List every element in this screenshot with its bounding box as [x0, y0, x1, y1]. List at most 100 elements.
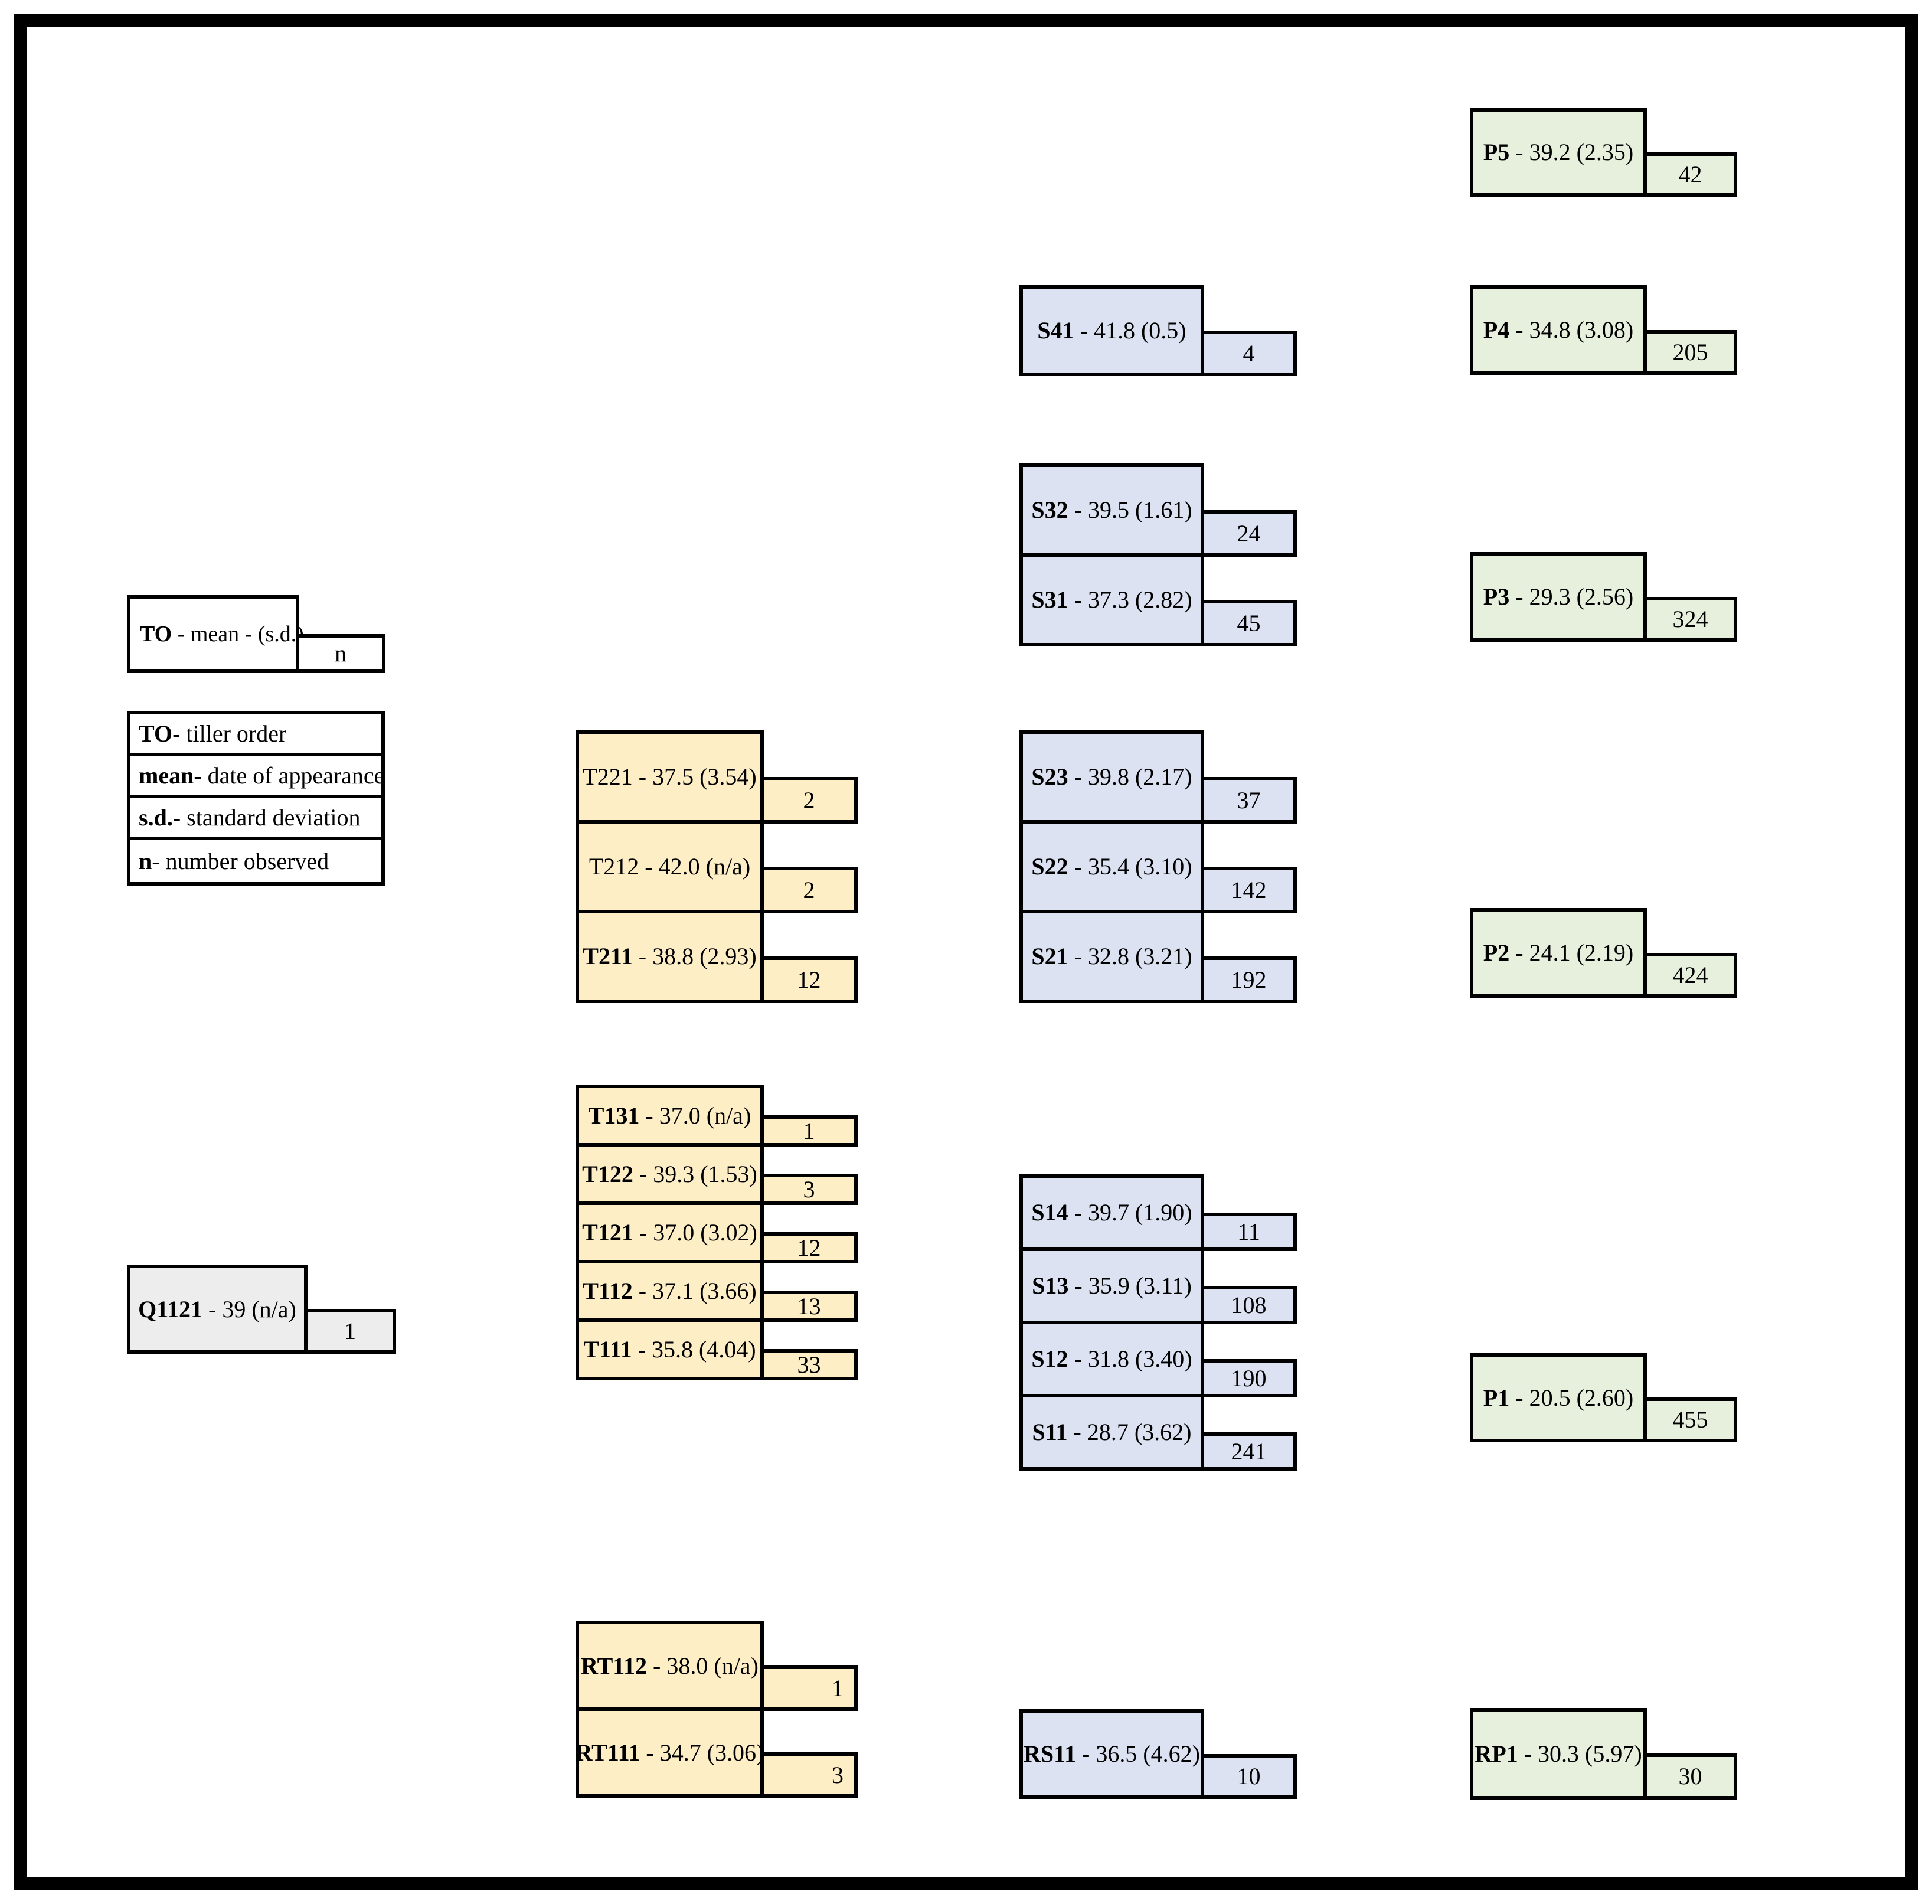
node-T221-n: 2 — [760, 777, 858, 824]
node-S22-n: 142 — [1201, 867, 1297, 913]
node-S14-n: 11 — [1201, 1213, 1297, 1251]
node-label-separator: - — [1068, 943, 1088, 969]
node-label-separator: - — [202, 1295, 223, 1322]
legend-term: n — [139, 848, 152, 874]
legend-row-to: TO - tiller order — [130, 714, 381, 756]
node-label: P4 - 34.8 (3.08) — [1483, 318, 1633, 342]
node-stat: 39.5 (1.61) — [1087, 497, 1192, 523]
node-RT111: RT111 - 34.7 (3.06) — [576, 1707, 764, 1798]
node-P2: P2 - 24.1 (2.19) — [1470, 908, 1647, 998]
node-n-value: 30 — [1678, 1763, 1702, 1789]
node-label: S41 - 41.8 (0.5) — [1037, 319, 1186, 342]
node-id: S12 — [1031, 1345, 1068, 1372]
node-n-value: 24 — [1237, 520, 1261, 547]
node-label: S11 - 28.7 (3.62) — [1032, 1420, 1191, 1444]
node-label: T122 - 39.3 (1.53) — [582, 1162, 757, 1186]
key-sample-n-box: n — [296, 634, 385, 673]
node-label: T121 - 37.0 (3.02) — [582, 1219, 757, 1246]
node-stat: 35.8 (4.04) — [651, 1335, 756, 1363]
legend-desc: - number observed — [152, 848, 329, 874]
node-T211-n: 12 — [760, 956, 858, 1003]
node-id: T131 — [588, 1102, 640, 1129]
node-stat: 39.3 (1.53) — [653, 1160, 757, 1187]
node-label-separator: - — [1067, 1419, 1087, 1445]
legend-row-n: n - number observed — [130, 840, 381, 882]
node-stat: 39 (n/a) — [222, 1295, 296, 1322]
node-P5: P5 - 39.2 (2.35) — [1470, 108, 1647, 197]
node-n-value: 108 — [1231, 1291, 1267, 1318]
node-T121: T121 - 37.0 (3.02) — [576, 1201, 764, 1263]
node-stat: 35.4 (3.10) — [1087, 853, 1192, 880]
node-id: S41 — [1037, 317, 1074, 344]
node-label-separator: - — [1518, 1740, 1538, 1767]
node-id: P4 — [1483, 316, 1510, 343]
node-label-separator: - — [1509, 1384, 1529, 1411]
node-label: S23 - 39.8 (2.17) — [1031, 765, 1192, 789]
node-stat: 41.8 (0.5) — [1093, 317, 1186, 344]
node-n-value: 3 — [832, 1761, 844, 1788]
node-label: T211 - 38.8 (2.93) — [583, 945, 756, 968]
node-stat: 38.8 (2.93) — [652, 943, 757, 969]
node-label-separator: - — [633, 1160, 653, 1187]
node-S21: S21 - 32.8 (3.21) — [1019, 910, 1204, 1003]
node-S14: S14 - 39.7 (1.90) — [1019, 1174, 1204, 1251]
node-P1-n: 455 — [1643, 1397, 1737, 1442]
node-stat: 34.7 (3.06) — [659, 1739, 764, 1766]
node-n-value: 2 — [803, 876, 815, 903]
node-id: T122 — [582, 1160, 633, 1187]
node-label: S32 - 39.5 (1.61) — [1031, 498, 1192, 522]
node-S41: S41 - 41.8 (0.5) — [1019, 285, 1204, 376]
node-n-value: 205 — [1672, 339, 1708, 365]
key-sample-box: TO - mean - (s.d.) — [127, 595, 304, 673]
node-S31-n: 45 — [1201, 600, 1297, 646]
node-id: T121 — [582, 1219, 633, 1246]
legend-box: TO - tiller order mean - date of appeara… — [127, 711, 385, 886]
node-S23: S23 - 39.8 (2.17) — [1019, 730, 1204, 824]
node-n-value: 11 — [1237, 1218, 1260, 1245]
node-T111-n: 33 — [760, 1349, 858, 1380]
node-label: S12 - 31.8 (3.40) — [1031, 1347, 1192, 1371]
legend-row-sd: s.d. - standard deviation — [130, 798, 381, 840]
node-label-separator: - — [640, 1739, 660, 1766]
legend-term: TO — [139, 720, 173, 747]
node-RP1-n: 30 — [1643, 1753, 1737, 1800]
node-id: Q1121 — [138, 1295, 203, 1322]
node-label: S14 - 39.7 (1.90) — [1031, 1201, 1192, 1224]
node-stat: 34.8 (3.08) — [1529, 316, 1634, 343]
node-label: S31 - 37.3 (2.82) — [1031, 588, 1192, 612]
node-n-value: 12 — [797, 966, 821, 993]
node-stat: 37.0 (n/a) — [659, 1102, 751, 1129]
node-stat: 35.9 (3.11) — [1088, 1272, 1192, 1299]
node-n-value: 45 — [1237, 609, 1261, 636]
node-label-separator: - — [1074, 317, 1094, 344]
node-label-separator: - — [1068, 763, 1088, 790]
node-label-separator: - — [1509, 583, 1529, 610]
node-id: P5 — [1483, 139, 1510, 165]
node-label-separator: - — [632, 763, 653, 790]
node-n-value: 324 — [1672, 606, 1708, 632]
node-stat: 37.1 (3.66) — [652, 1277, 757, 1304]
node-T211: T211 - 38.8 (2.93) — [576, 910, 764, 1003]
node-id: RT112 — [581, 1652, 648, 1679]
node-stat: 24.1 (2.19) — [1529, 939, 1634, 966]
node-n-value: 4 — [1243, 339, 1255, 367]
node-T111: T111 - 35.8 (4.04) — [576, 1318, 764, 1380]
node-P4-n: 205 — [1643, 330, 1737, 375]
node-stat: 39.8 (2.17) — [1087, 763, 1192, 790]
node-n-value: 455 — [1672, 1406, 1708, 1433]
node-stat: 32.8 (3.21) — [1087, 943, 1192, 969]
node-label: RT112 - 38.0 (n/a) — [581, 1654, 759, 1678]
node-label-separator: - — [1068, 1199, 1088, 1226]
node-n-value: 192 — [1231, 966, 1267, 993]
node-n-value: 424 — [1672, 962, 1708, 988]
key-sample-label: TO - mean - (s.d.) — [140, 623, 304, 645]
legend-desc: - tiller order — [172, 720, 287, 747]
node-id: P1 — [1483, 1384, 1510, 1411]
node-label-separator: - — [1509, 939, 1529, 966]
node-T121-n: 12 — [760, 1232, 858, 1263]
node-id: T212 — [589, 853, 639, 880]
node-S13: S13 - 35.9 (3.11) — [1019, 1247, 1204, 1324]
node-label: T112 - 37.1 (3.66) — [583, 1279, 756, 1303]
node-RS11-n: 10 — [1201, 1754, 1297, 1799]
node-id: S13 — [1032, 1272, 1069, 1299]
